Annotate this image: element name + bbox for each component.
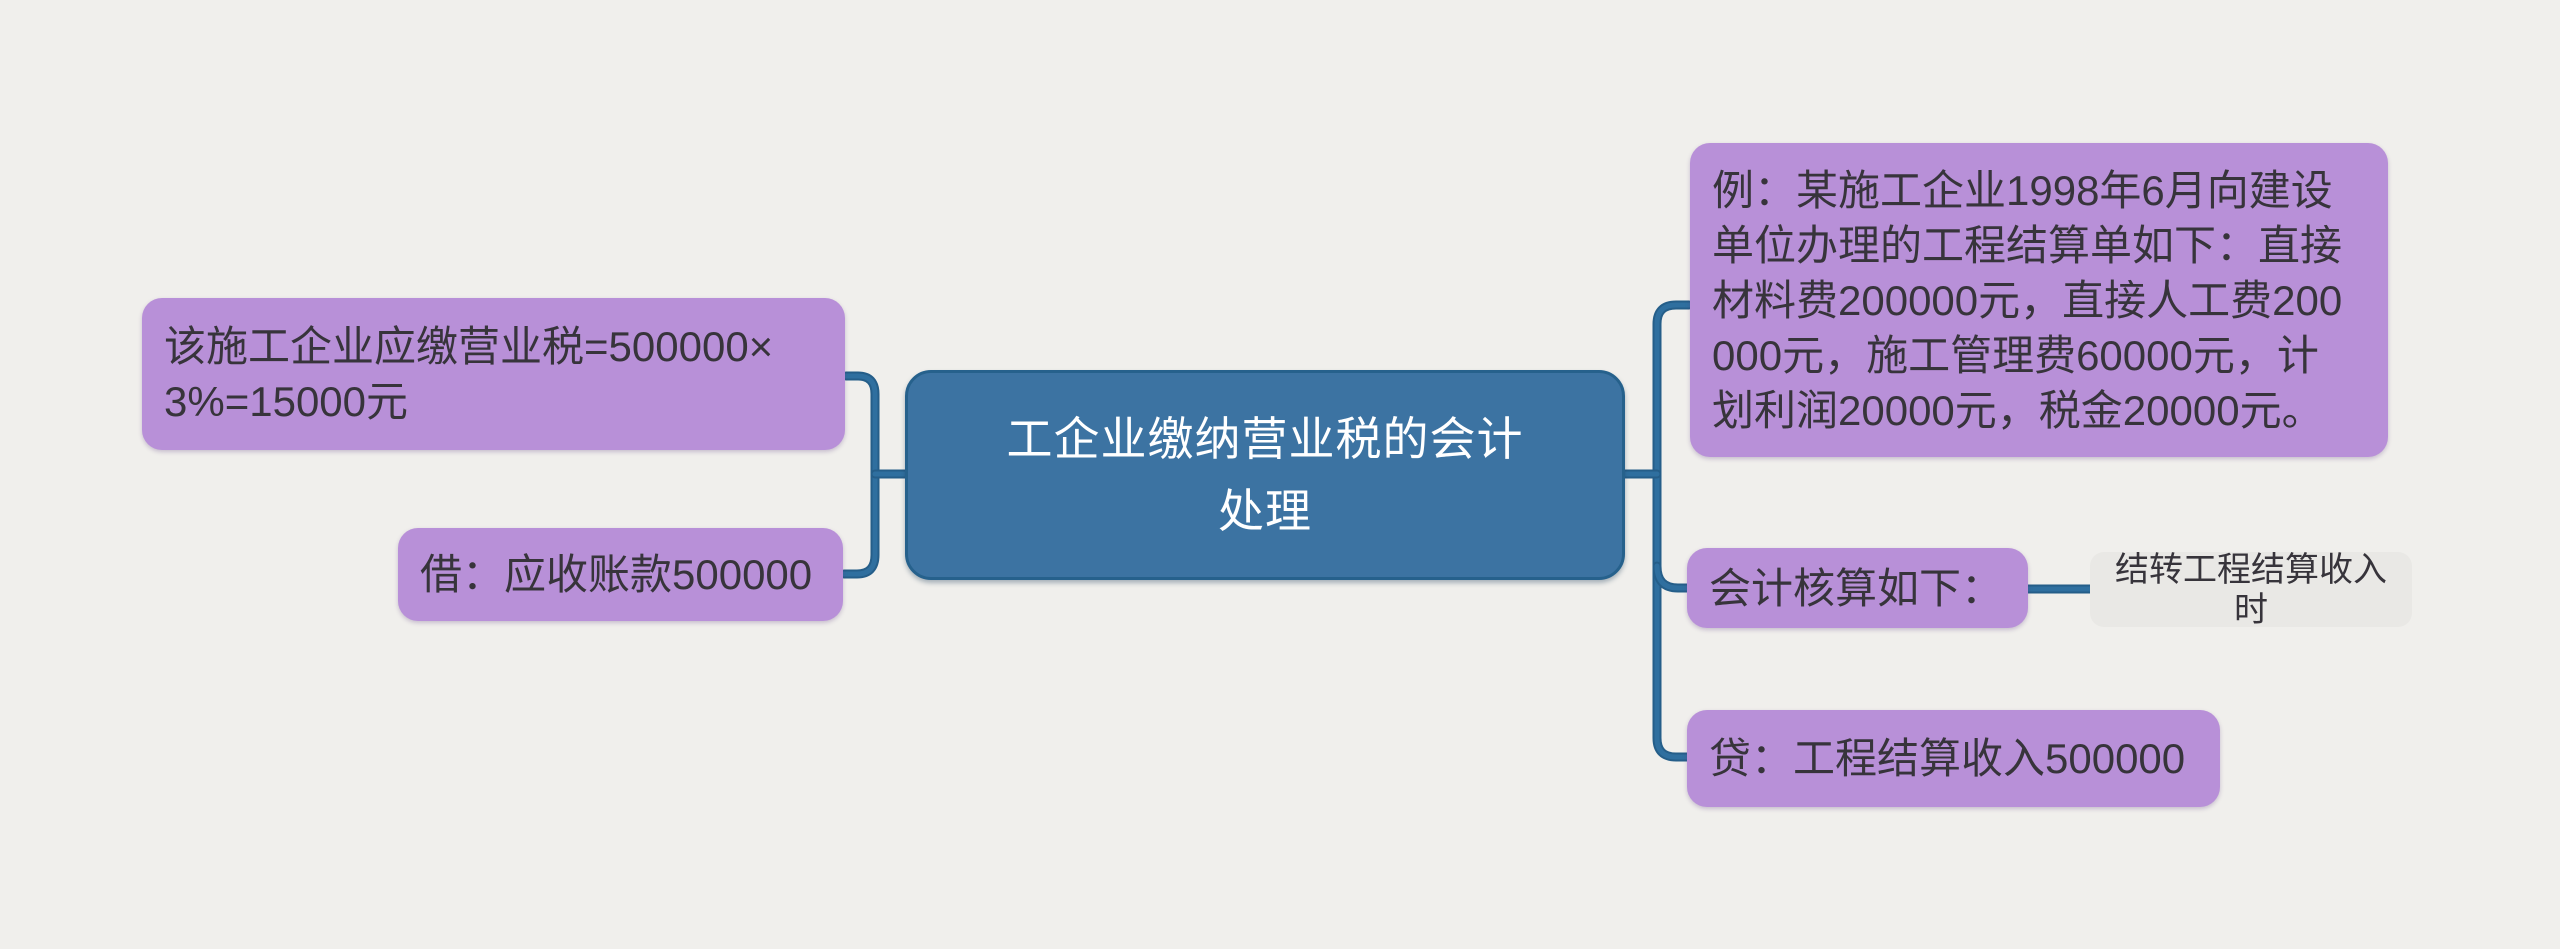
right-branch-connector: [1652, 300, 1694, 762]
node-accounting-heading-label: 会计核算如下：: [1709, 564, 2004, 612]
node-credit-entry[interactable]: 贷：工程结算收入500000: [1687, 710, 2220, 807]
root-node[interactable]: 工企业缴纳营业税的会计 处理: [905, 370, 1625, 580]
right-branch-connector-core: [1654, 302, 1692, 760]
right-middle-branch-connector-core: [1654, 563, 1692, 591]
root-node-label: 工企业缴纳营业税的会计 处理: [1006, 413, 1524, 537]
right-middle-branch-connector: [1652, 561, 1694, 593]
node-debit-entry[interactable]: 借：应收账款500000: [398, 528, 843, 621]
node-tax-calculation[interactable]: 该施工企业应缴营业税=500000× 3%=15000元: [142, 298, 845, 450]
node-tax-calculation-label: 该施工企业应缴营业税=500000× 3%=15000元: [164, 323, 774, 425]
node-debit-entry-label: 借：应收账款500000: [420, 551, 813, 598]
node-transfer-income-note[interactable]: 结转工程结算收入时: [2090, 550, 2412, 629]
node-credit-entry-label: 贷：工程结算收入500000: [1709, 735, 2186, 782]
node-transfer-income-note-label: 结转工程结算收入时: [2115, 550, 2387, 629]
left-branch-connector: [839, 371, 880, 579]
node-example-label: 例：某施工企业1998年6月向建设 单位办理的工程结算单如下：直接 材料费200…: [1712, 166, 2343, 434]
node-accounting-heading[interactable]: 会计核算如下：: [1687, 548, 2028, 628]
node-example[interactable]: 例：某施工企业1998年6月向建设 单位办理的工程结算单如下：直接 材料费200…: [1690, 143, 2388, 457]
left-branch-connector-core: [841, 373, 878, 577]
